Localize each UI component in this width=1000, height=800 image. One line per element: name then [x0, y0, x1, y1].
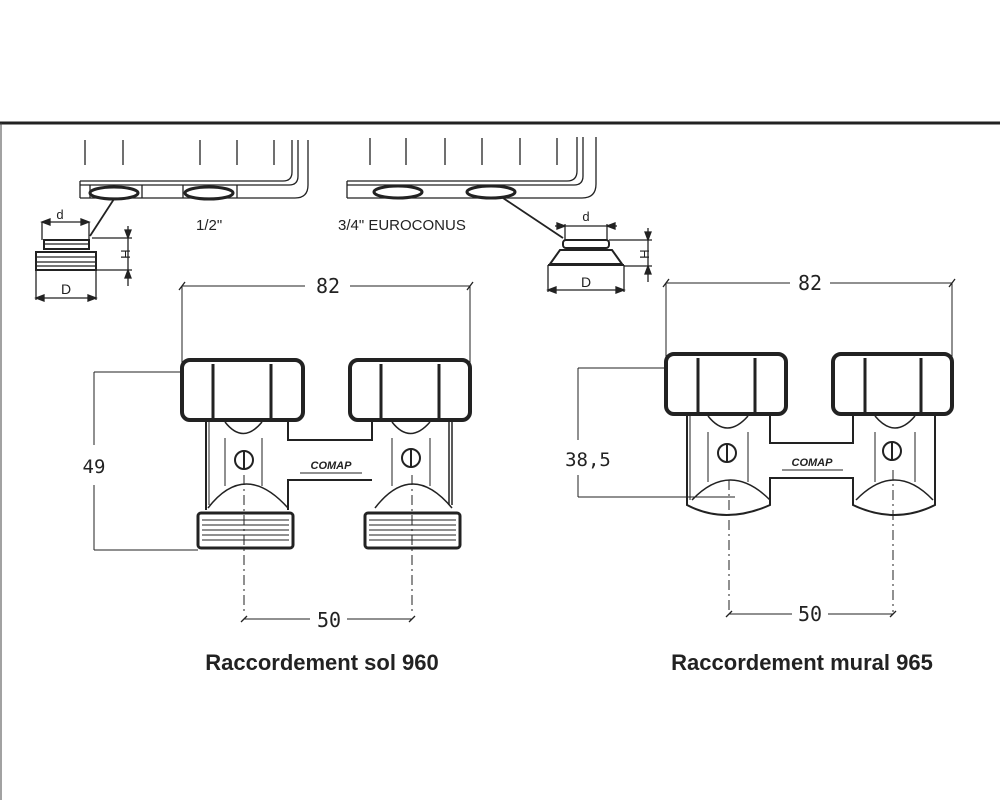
fitting-detail-left	[34, 218, 132, 302]
thread-label-left: 1/2"	[196, 217, 222, 234]
valve-965-drawing	[577, 278, 956, 618]
valve-960-drawing	[93, 281, 474, 623]
brand-logo-960: COMAP	[311, 460, 353, 472]
caption-valve-965: Raccordement mural 965	[671, 650, 933, 675]
dim-d-left: d	[56, 207, 63, 222]
dim-height-965: 38,5	[565, 449, 611, 471]
radiator-right	[346, 137, 597, 239]
dim-height-960: 49	[83, 456, 106, 478]
thread-label-right: 3/4" EUROCONUS	[338, 217, 466, 234]
dim-H-right: H	[637, 249, 652, 258]
dim-d-right: d	[582, 209, 589, 224]
brand-logo-965: COMAP	[792, 457, 834, 469]
dim-spacing-965: 50	[798, 602, 822, 626]
dim-spacing-960: 50	[317, 608, 341, 632]
fitting-detail-right	[546, 222, 652, 294]
radiator-left	[79, 140, 309, 237]
caption-valve-960: Raccordement sol 960	[205, 650, 439, 675]
dim-D-left: D	[61, 281, 71, 297]
dim-H-left: H	[118, 249, 133, 258]
dim-width-960: 82	[316, 274, 340, 298]
dim-width-965: 82	[798, 271, 822, 295]
dim-D-right: D	[581, 274, 591, 290]
